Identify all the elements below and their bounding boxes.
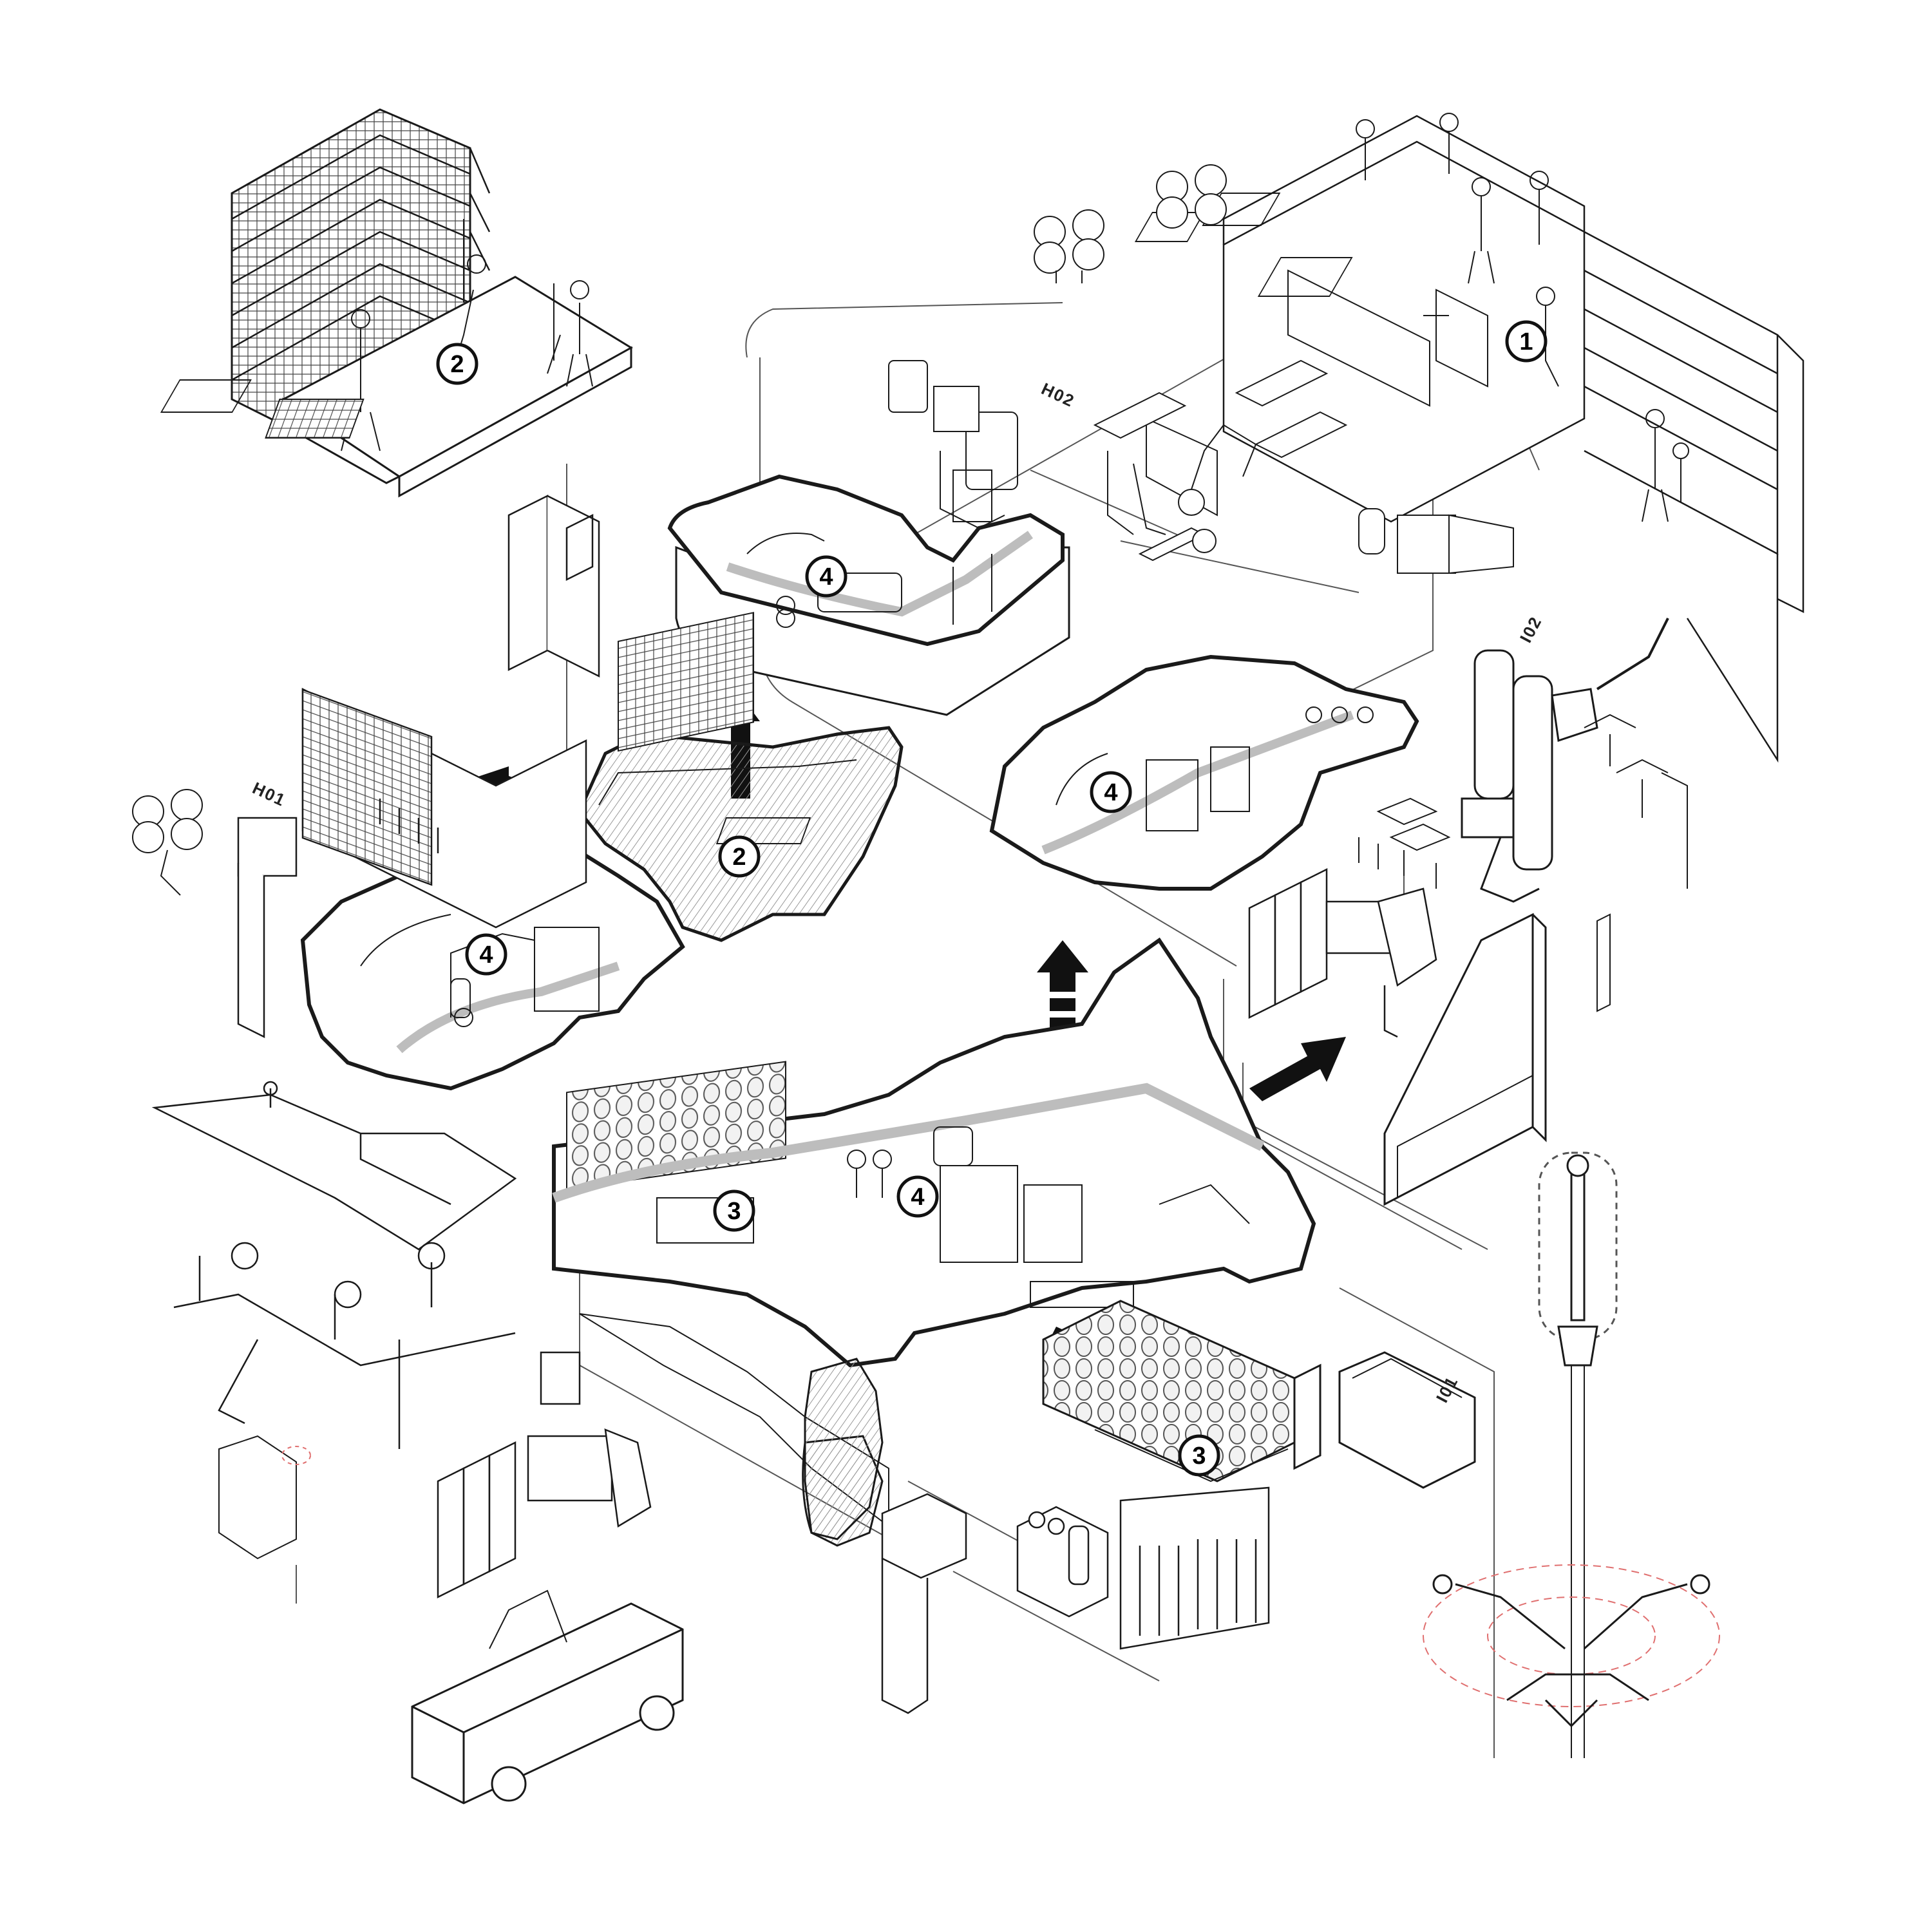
cell-storage-unit xyxy=(1042,1300,1476,1489)
number-marker-4: 4 xyxy=(896,1175,939,1218)
dispenser-machine xyxy=(1358,508,1514,574)
zone-label-i02: I02 xyxy=(1516,613,1546,646)
vertical-farm-module xyxy=(160,108,633,498)
number-marker-label: 2 xyxy=(450,351,464,378)
dosing-rack xyxy=(1016,1506,1109,1618)
fridge-unit xyxy=(507,494,600,678)
robot-station xyxy=(1093,359,1348,562)
tall-column-machine xyxy=(1461,618,1669,903)
cafe-chairs-right xyxy=(1358,714,1688,889)
number-marker-4: 4 xyxy=(805,555,848,598)
number-marker-label: 4 xyxy=(819,564,833,591)
storage-block-h01 xyxy=(301,687,587,929)
marker-layer: 1 2 2 3 3 4 4 4 4 xyxy=(436,320,1548,1477)
number-marker-label: 2 xyxy=(732,844,746,871)
overhead-gantry xyxy=(151,1081,517,1449)
conveyor-column xyxy=(804,1358,884,1540)
small-bin-unit xyxy=(218,1435,311,1560)
number-marker-label: 3 xyxy=(727,1198,741,1225)
delivery-robot-vehicle xyxy=(411,1589,684,1804)
zone-label-h01: H01 xyxy=(249,778,289,810)
number-marker-label: 4 xyxy=(911,1184,924,1211)
pod-appliances-top xyxy=(888,360,1218,535)
side-conveyor-left xyxy=(237,817,298,1039)
kitchen-pod-right xyxy=(715,654,1419,891)
number-marker-2: 2 xyxy=(436,343,478,385)
number-marker-label: 3 xyxy=(1192,1443,1206,1470)
drone-icon xyxy=(1034,209,1104,283)
flow-arrow-right-up xyxy=(1249,1037,1346,1101)
number-marker-4: 4 xyxy=(465,933,507,976)
pipette-machine xyxy=(1248,867,1437,1038)
number-marker-label: 4 xyxy=(1104,779,1117,806)
zone-label-h02: H02 xyxy=(1038,379,1077,411)
number-marker-1: 1 xyxy=(1505,320,1548,363)
drone-icon xyxy=(1156,164,1227,229)
wall-frame-right xyxy=(1383,913,1611,1206)
robot-arm-assembly xyxy=(1423,1151,1720,1758)
number-marker-2: 2 xyxy=(718,835,761,878)
number-marker-label: 4 xyxy=(479,942,493,969)
number-marker-3: 3 xyxy=(1178,1434,1220,1477)
dispenser-lower-left xyxy=(437,1351,652,1599)
drone-icon xyxy=(132,789,203,896)
filter-bank xyxy=(1119,1486,1270,1650)
flow-arrow-up-center xyxy=(1037,940,1088,1037)
lift-column xyxy=(881,1493,967,1714)
number-marker-label: 1 xyxy=(1519,328,1533,355)
number-marker-4: 4 xyxy=(1090,771,1132,813)
number-marker-3: 3 xyxy=(713,1189,755,1232)
